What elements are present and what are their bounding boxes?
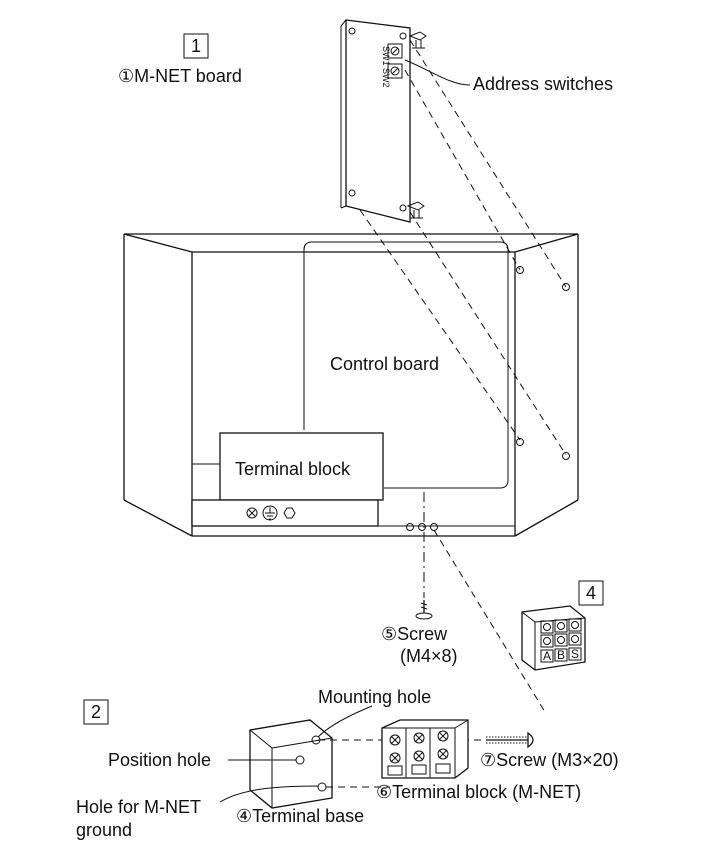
terminal-b-label: B [557,648,565,662]
step-1-marker: 1 [183,33,209,59]
terminal-a-label: A [543,649,551,663]
terminal-block-label: Terminal block [235,459,351,479]
step-2-marker: 2 [83,699,109,725]
address-switch-sw2 [387,63,403,79]
board-hole-bottom-left [348,189,356,197]
position-hole-label: Position hole [108,750,211,770]
terminal-base [249,719,333,809]
mnet-terminal-block-label: ⑥Terminal block (M-NET) [376,782,581,802]
ground-hole-leader [219,785,319,803]
address-switch-sw1 [387,43,403,59]
bottom-mount-holes [406,523,438,531]
mounting-hole-leader [317,705,373,738]
screw-m3-label: ⑦Screw (M3×20) [480,750,619,770]
mounting-hole-label: Mounting hole [318,687,431,707]
ground-hole-label-line2: ground [76,820,132,840]
step-4-number: 4 [586,583,596,603]
housing-screw-left [246,507,258,519]
screw-m4-size: (M4×8) [400,646,458,666]
board-hole-top-left [348,27,356,35]
board-spacer-bottom [406,201,425,219]
screw-m4-label: ⑤Screw [381,624,448,644]
terminal-base-label: ④Terminal base [236,806,364,826]
screw-m3-icon [486,731,534,749]
earth-ground-icon [262,505,278,521]
mnet-board: SW1 SW2 [340,19,427,223]
housing-hole-3 [516,438,524,446]
mnet-board-label: ①M-NET board [118,66,242,86]
address-switches-label: Address switches [473,74,613,94]
housing-hole-1 [516,266,524,274]
housing-hole-2 [562,283,570,291]
ground-hole-label-line1: Hole for M-NET [76,797,201,817]
terminal-s-label: S [571,647,579,661]
switch-sw2-label: SW2 [381,68,391,88]
control-board [303,241,509,489]
board-hole-bottom-right [399,204,407,212]
step-4-marker: 4 [578,580,604,606]
switch-sw1-label: SW1 [381,46,391,66]
housing-hole-4 [562,452,570,460]
housing-screw-right [283,507,296,519]
step-2-number: 2 [91,702,101,722]
board-hole-top-right [399,32,407,40]
assembled-terminal-block [521,605,586,671]
step-1-number: 1 [191,36,201,56]
housing-terminal-block [191,432,384,527]
control-board-label: Control board [330,354,439,374]
mnet-terminal-block [381,719,469,779]
screw-m4-icon [415,600,433,620]
board-spacer-top [408,31,427,49]
address-switches-leader [404,59,471,86]
